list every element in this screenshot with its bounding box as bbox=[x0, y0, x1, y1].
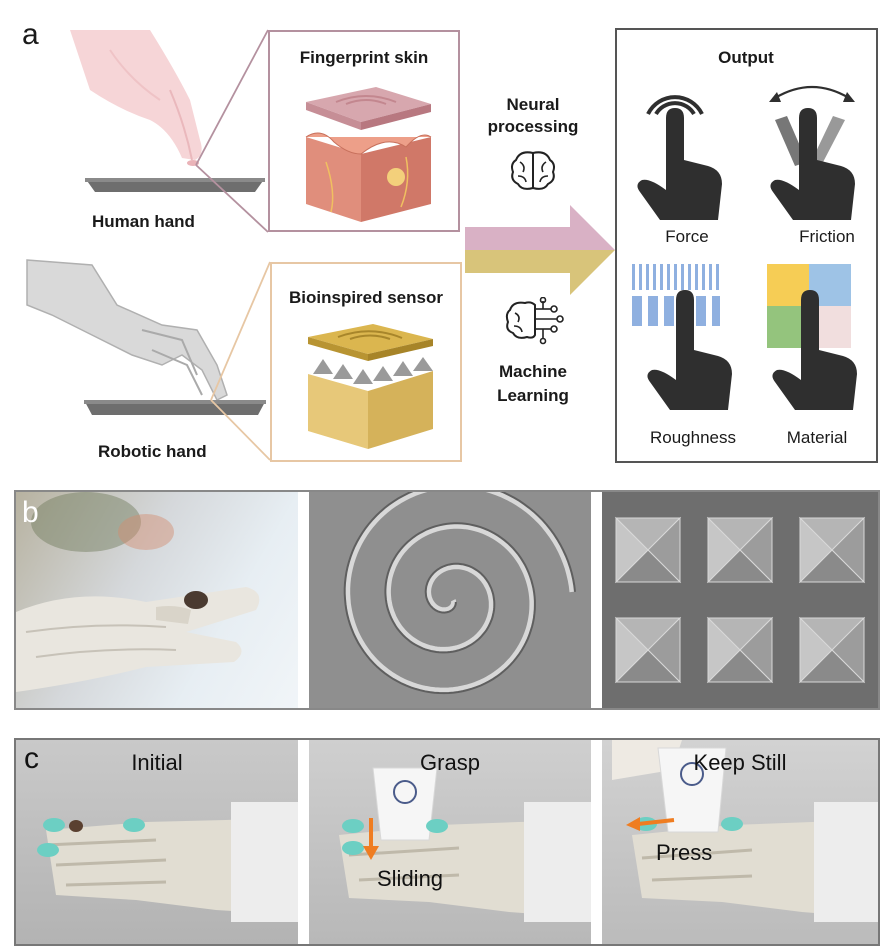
frame-keep-still-title: Keep Still bbox=[693, 750, 787, 775]
robotic-hand-illustration bbox=[26, 259, 266, 415]
pyramid-face bbox=[615, 616, 649, 684]
bioinspired-sensor-title: Bioinspired sensor bbox=[289, 288, 443, 307]
panel-b: b bbox=[14, 490, 880, 710]
panel-c: Initial c Grasp Sliding bbox=[14, 738, 880, 946]
output-item-material: Material bbox=[786, 428, 848, 447]
machine-learning-label-1: Machine bbox=[498, 362, 568, 381]
pyramid-face bbox=[707, 616, 741, 684]
zoom-connectors bbox=[195, 29, 271, 461]
neural-processing-label-2: processing bbox=[487, 117, 579, 136]
pyramid-face bbox=[615, 516, 649, 584]
roughness-hand-icon bbox=[632, 264, 732, 410]
spiral-pattern bbox=[309, 492, 591, 708]
robotic-hand-label: Robotic hand bbox=[98, 442, 207, 461]
bioinspired-sensor-box: Bioinspired sensor bbox=[270, 262, 462, 462]
panel-c-letter: c bbox=[24, 742, 39, 775]
material-hand-icon bbox=[767, 264, 857, 410]
frame-grasp-annotation: Sliding bbox=[377, 866, 444, 891]
pyramid-face bbox=[799, 616, 833, 684]
fingerprint-skin-illustration bbox=[305, 87, 432, 222]
pyramid-face bbox=[707, 516, 741, 584]
output-item-roughness: Roughness bbox=[649, 428, 736, 447]
pyramid-array bbox=[602, 492, 878, 708]
frame-keep-still: Keep Still Press bbox=[602, 740, 878, 944]
panel-a-letter: a bbox=[22, 18, 39, 51]
frame-initial-title: Initial bbox=[131, 750, 183, 775]
human-hand-label: Human hand bbox=[92, 212, 195, 231]
human-hand-illustration bbox=[70, 30, 265, 192]
frame-keep-still-annotation: Press bbox=[656, 840, 713, 865]
processing-arrow bbox=[465, 205, 615, 295]
fingerprint-skin-box: Fingerprint skin bbox=[268, 30, 460, 232]
fingerprint-skin-title: Fingerprint skin bbox=[299, 48, 429, 67]
frame-initial: Initial c bbox=[16, 740, 298, 944]
spiral-sem-image bbox=[309, 492, 591, 708]
friction-hand-icon bbox=[769, 85, 855, 220]
panel-a: a Human hand Robotic hand Fingerprint sk… bbox=[0, 0, 895, 470]
frame-grasp-title: Grasp bbox=[420, 750, 480, 775]
machine-learning-label-2: Learning bbox=[497, 386, 569, 405]
pyramid-sem-image bbox=[602, 492, 878, 708]
brain-icon bbox=[511, 151, 555, 190]
force-hand-icon bbox=[637, 95, 722, 220]
output-item-friction: Friction bbox=[799, 227, 855, 246]
output-box: Output Force Friction bbox=[615, 28, 878, 463]
output-item-force: Force bbox=[665, 227, 709, 246]
gloved-hand-photo: b bbox=[16, 492, 298, 708]
neural-processing-label-1: Neural bbox=[506, 95, 560, 114]
output-title: Output bbox=[718, 48, 774, 67]
panel-b-letter: b bbox=[22, 496, 39, 529]
pyramid-face bbox=[799, 516, 833, 584]
bioinspired-sensor-illustration bbox=[308, 324, 433, 449]
machine-learning-icon bbox=[505, 297, 564, 345]
frame-grasp: Grasp Sliding bbox=[309, 740, 591, 944]
